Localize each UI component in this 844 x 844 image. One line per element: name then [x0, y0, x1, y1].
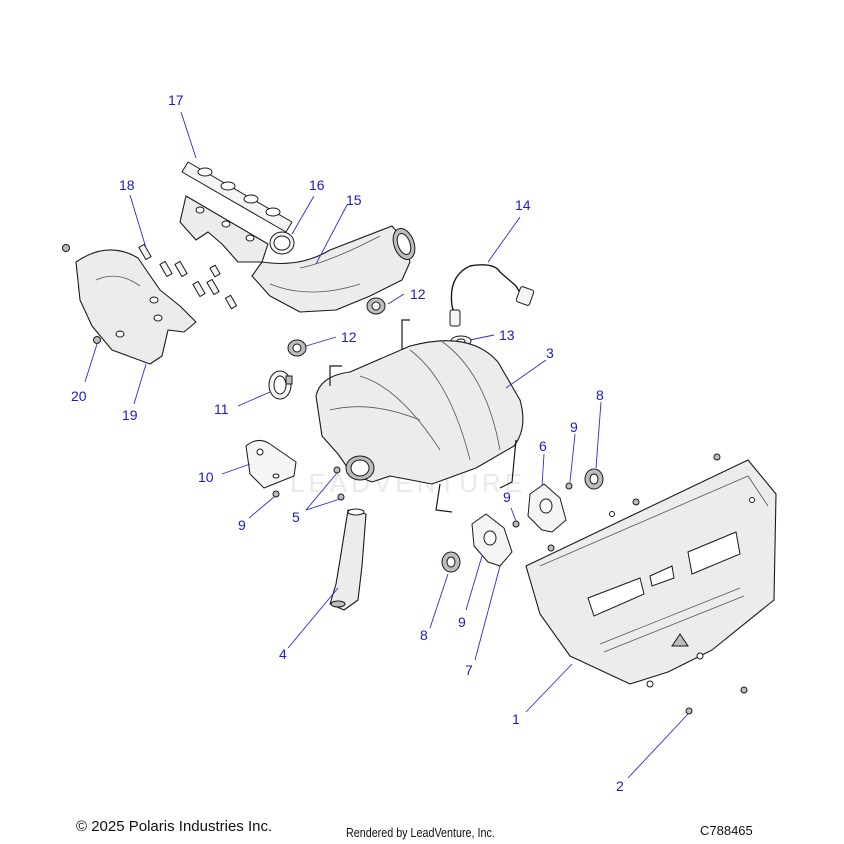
- callout-8-lower: 8: [420, 627, 428, 643]
- part-16-ring: [269, 231, 295, 255]
- callout-9-upper-right: 9: [570, 419, 578, 435]
- leader-lines: [84, 111, 689, 779]
- callout-1: 1: [512, 711, 520, 727]
- part-10-bracket: [245, 440, 297, 489]
- callout-3: 3: [546, 345, 554, 361]
- callout-8-upper: 8: [596, 387, 604, 403]
- part-1-skid-plate: [525, 459, 777, 688]
- part-12-grommets: [287, 297, 386, 357]
- callout-7: 7: [465, 662, 473, 678]
- callout-13: 13: [499, 327, 515, 343]
- rendered-by-text: Rendered by LeadVenture, Inc.: [346, 826, 495, 840]
- callout-10: 10: [198, 469, 214, 485]
- hardware-bolts: [547, 453, 748, 715]
- callout-5: 5: [292, 509, 300, 525]
- callout-9-left: 9: [238, 517, 246, 533]
- part-18-bolts: [138, 243, 238, 310]
- callout-15: 15: [346, 192, 362, 208]
- callout-12-upper: 12: [410, 286, 426, 302]
- part-11-clamp: [268, 370, 293, 400]
- callout-19: 19: [122, 407, 138, 423]
- callout-2: 2: [616, 778, 624, 794]
- part-7-hanger: [471, 513, 513, 567]
- part-8-isolators: [441, 468, 604, 573]
- callout-14: 14: [515, 197, 531, 213]
- diagram-code: C788465: [700, 823, 753, 838]
- callout-labels: 17 18 16 15 14 12 12 13 3 20 19 11 8 6 9…: [71, 92, 624, 794]
- callout-20: 20: [71, 388, 87, 404]
- part-6-hanger: [527, 483, 567, 533]
- callout-18: 18: [119, 177, 135, 193]
- part-15-manifold: [179, 195, 416, 313]
- part-4-tailpipe: [329, 508, 367, 611]
- part-14-o2-sensor: [449, 264, 535, 327]
- part-3-muffler: [315, 319, 524, 513]
- callout-11: 11: [214, 401, 229, 417]
- callout-6: 6: [539, 438, 547, 454]
- part-20-bolt: [62, 244, 101, 344]
- callout-16: 16: [309, 177, 325, 193]
- part-17-gasket: [181, 161, 293, 233]
- copyright-text: © 2025 Polaris Industries Inc.: [76, 818, 273, 835]
- callout-4: 4: [279, 646, 287, 662]
- part-19-heat-shield: [75, 249, 197, 365]
- callout-17: 17: [168, 92, 184, 108]
- callout-9-center: 9: [503, 489, 511, 505]
- callout-9-lower: 9: [458, 614, 466, 630]
- callout-12-lower: 12: [341, 329, 357, 345]
